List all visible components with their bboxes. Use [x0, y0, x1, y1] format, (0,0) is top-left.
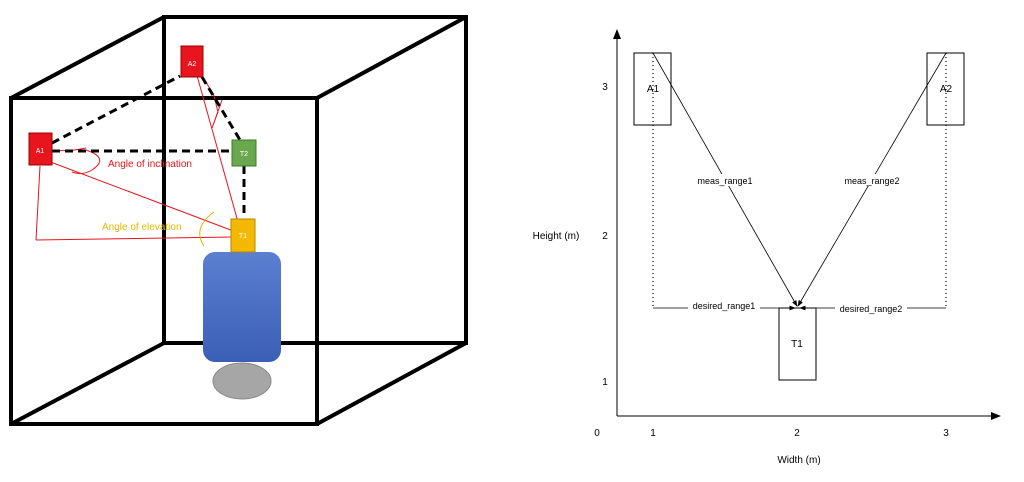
x-tick-3: 3: [943, 428, 949, 439]
room-edge-bl: [10, 341, 165, 426]
room-edge-br: [316, 341, 467, 426]
anchor-a1-label: A1: [36, 148, 45, 155]
device-body: [203, 252, 281, 362]
x-tick-1: 1: [650, 428, 656, 439]
red-measure-lines: [35, 71, 239, 241]
room-edge-tl: [10, 15, 165, 100]
angle-inclination-label: Angle of inclination: [108, 159, 192, 170]
tag-t2-box: [231, 139, 257, 167]
tag-t1-label: T1: [239, 233, 247, 240]
meas-range1-label: meas_range1: [697, 176, 752, 186]
y-tick-2: 2: [602, 231, 608, 242]
desired-range2-label: desired_range2: [840, 304, 903, 314]
room-diagram: A2 A1 T2 T1 Angle of inclination Angle o…: [9, 15, 468, 426]
x-tick-0: 0: [594, 428, 600, 439]
x-tick-2: 2: [794, 428, 800, 439]
y-axis-label: Height (m): [533, 231, 580, 242]
y-tick-1: 1: [602, 377, 608, 388]
dashed-links: [51, 74, 246, 216]
room-edge-tr: [316, 15, 467, 100]
tag-t2-label: T2: [240, 151, 248, 158]
range-diagram: 0 1 2 3 3 2 1 Width (m) Height (m) A1 A2…: [533, 29, 1001, 466]
meas-range2-label: meas_range2: [844, 176, 899, 186]
box-t1-label: T1: [791, 339, 803, 350]
anchor-a2-box: [180, 45, 204, 78]
elevation-arc: [199, 211, 215, 247]
angle-elevation-label: Angle of elevation: [102, 222, 182, 233]
base-disk: [212, 362, 272, 400]
desired-range1-label: desired_range1: [693, 301, 756, 311]
anchor-a1-box: [28, 132, 53, 166]
y-tick-3: 3: [602, 82, 608, 93]
tag-t1-box: [230, 218, 256, 253]
box-t1: [778, 307, 817, 381]
room-front-face: [9, 96, 319, 426]
anchor-a2-label: A2: [188, 61, 197, 68]
x-axis-label: Width (m): [777, 455, 820, 466]
